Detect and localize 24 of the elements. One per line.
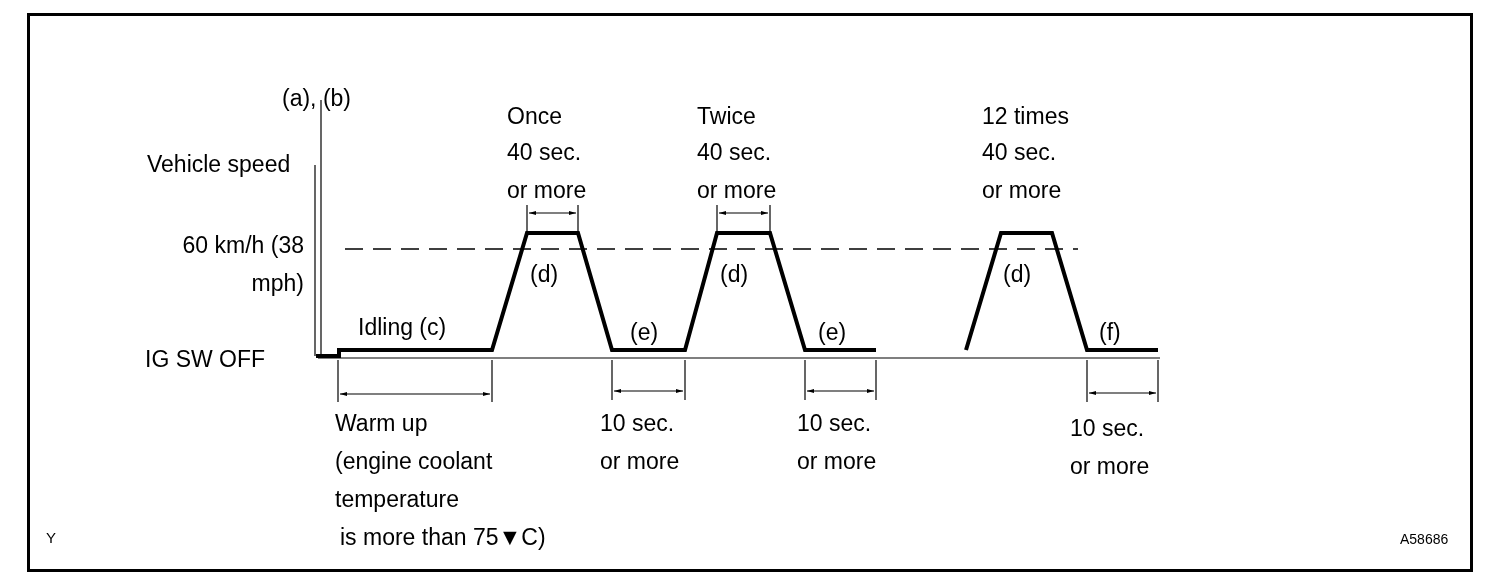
chart-label: (d)	[1003, 260, 1032, 289]
chart-label: 10 sec. or more	[797, 409, 878, 476]
chart-label: (d)	[530, 260, 559, 289]
chart-label: (f)	[1099, 318, 1121, 347]
chart-label: (d)	[720, 260, 749, 289]
chart-label: Once	[507, 102, 562, 131]
chart-label: Vehicle speed	[147, 150, 291, 179]
chart-label: A58686	[1400, 530, 1449, 548]
chart-label: 60 km/h (38 mph)	[181, 231, 304, 298]
chart-label: 40 sec. or more	[982, 138, 1063, 205]
chart-label: Y	[46, 528, 56, 547]
chart-label: (e)	[818, 318, 847, 347]
chart-label: 40 sec. or more	[697, 138, 778, 205]
chart-label: (a), (b)	[282, 84, 351, 113]
chart-label: is more than 75▼C)	[340, 523, 546, 552]
chart-label: (e)	[630, 318, 659, 347]
chart-label: 40 sec. or more	[507, 138, 588, 205]
chart-label: 10 sec. or more	[1070, 414, 1151, 481]
chart-label: Warm up	[335, 409, 428, 438]
chart-label: IG SW OFF	[145, 345, 266, 374]
chart-label: Idling (c)	[358, 313, 447, 342]
chart-label: 12 times	[982, 102, 1069, 131]
chart-label: Twice	[697, 102, 756, 131]
chart-label: 10 sec. or more	[600, 409, 681, 476]
